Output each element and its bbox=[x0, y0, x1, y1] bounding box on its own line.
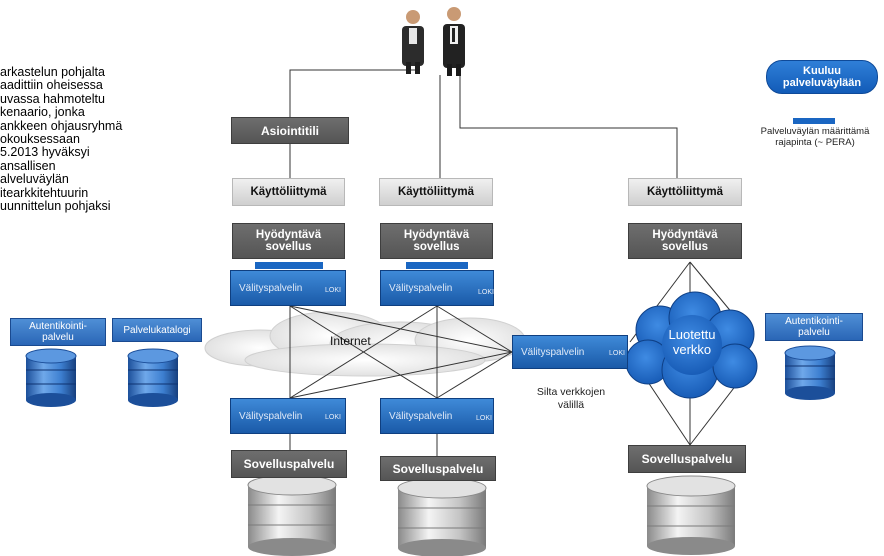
auth-service-box: Autentikointi-palvelu bbox=[765, 313, 863, 341]
legend-pill: Kuuluu palveluväylään bbox=[766, 60, 878, 94]
trusted-label-line: verkko bbox=[672, 342, 712, 357]
service-database-icon bbox=[247, 474, 337, 556]
proxy-box: Välityspalvelin bbox=[230, 270, 346, 306]
auth-database-icon bbox=[25, 348, 77, 407]
proxy-label: Välityspalvelin bbox=[521, 346, 585, 358]
app-label-line: sovellus bbox=[413, 241, 460, 253]
internet-label: Internet bbox=[330, 334, 371, 348]
interface-strip bbox=[406, 262, 468, 269]
trusted-label-line: Luotettu bbox=[668, 327, 716, 342]
auth-label-line: palvelu bbox=[42, 332, 74, 343]
proxy-box: Välityspalvelin bbox=[380, 270, 494, 306]
service-database-icon bbox=[397, 477, 487, 556]
app-label-line: Hyödyntävä bbox=[652, 229, 718, 241]
catalog-box: Palvelukatalogi bbox=[112, 318, 202, 342]
proxy-label: Välityspalvelin bbox=[389, 410, 453, 422]
app-label-line: sovellus bbox=[661, 241, 709, 253]
service-database-icon bbox=[646, 475, 736, 555]
lok-label: LOKI bbox=[478, 289, 494, 296]
proxy-label: Välityspalvelin bbox=[239, 282, 303, 294]
service-box: Sovelluspalvelu bbox=[380, 456, 496, 481]
intro-line: arkastelun pohjalta bbox=[0, 65, 105, 79]
legend-note: Palveluväylän määrittämä rajapinta (~ PE… bbox=[750, 126, 880, 148]
ui-box: Käyttöliittymä bbox=[628, 178, 742, 206]
auth-database-right-icon bbox=[784, 345, 836, 400]
legend-note-line: Palveluväylän määrittämä bbox=[760, 126, 870, 137]
ui-box: Käyttöliittymä bbox=[379, 178, 493, 206]
app-label-line: sovellus bbox=[265, 241, 312, 253]
intro-line: uunnittelun pohjaksi bbox=[0, 199, 111, 214]
intro-line: uvassa hahmoteltu bbox=[0, 91, 105, 106]
intro-line: aadittiin oheisessa bbox=[0, 78, 103, 93]
trusted-network-label: Luotettu verkko bbox=[655, 327, 729, 357]
app-label-line: Hyödyntävä bbox=[255, 229, 322, 241]
lok-label: LOKI bbox=[325, 414, 341, 421]
intro-paragraph: arkastelun pohjalta aadittiin oheisessa … bbox=[0, 65, 200, 214]
intro-line: itearkkitehtuurin bbox=[0, 185, 89, 200]
proxy-label: Välityspalvelin bbox=[239, 410, 303, 422]
lok-label: LOKI bbox=[609, 350, 625, 357]
service-box: Sovelluspalvelu bbox=[628, 445, 746, 473]
bridge-label: Silta verkkojen välillä bbox=[524, 386, 618, 412]
proxy-box: Välityspalvelin bbox=[230, 398, 346, 434]
bridge-label-line: Silta verkkojen bbox=[536, 386, 606, 398]
intro-line: ansallisen bbox=[0, 158, 56, 173]
intro-line: alveluväylän bbox=[0, 172, 69, 187]
app-label-line: Hyödyntävä bbox=[403, 229, 470, 241]
lok-label: LOKI bbox=[325, 287, 341, 294]
catalog-database-icon bbox=[127, 348, 179, 407]
trusted-network-cloud bbox=[625, 291, 758, 399]
legend-note-line: rajapinta (~ PERA) bbox=[775, 137, 855, 148]
intro-line: ankkeen ohjausryhmä bbox=[0, 118, 123, 133]
connection-lines bbox=[289, 69, 741, 456]
internet-cloud bbox=[204, 311, 526, 377]
intro-line: okouksessaan bbox=[0, 132, 80, 147]
asiointitili-box: Asiointitili bbox=[231, 117, 349, 144]
bridge-proxy-box: Välityspalvelin bbox=[512, 335, 628, 369]
auth-label-line: Autentikointi- bbox=[785, 316, 843, 327]
lok-label: LOKI bbox=[476, 415, 492, 422]
people-icon bbox=[402, 7, 465, 76]
auth-label-line: Autentikointi- bbox=[29, 321, 87, 332]
ui-box: Käyttöliittymä bbox=[232, 178, 345, 206]
proxy-label: Välityspalvelin bbox=[389, 282, 453, 294]
legend-interface-strip bbox=[793, 118, 835, 124]
auth-service-box: Autentikointi-palvelu bbox=[10, 318, 106, 346]
proxy-box: Välityspalvelin bbox=[380, 398, 494, 434]
auth-label-line: palvelu bbox=[798, 327, 830, 338]
service-box: Sovelluspalvelu bbox=[231, 450, 347, 478]
bridge-label-line: välillä bbox=[557, 399, 585, 411]
interface-strip bbox=[255, 262, 323, 269]
intro-line: 5.2013 hyväksyi bbox=[0, 145, 90, 160]
intro-line: kenaario, jonka bbox=[0, 105, 85, 120]
